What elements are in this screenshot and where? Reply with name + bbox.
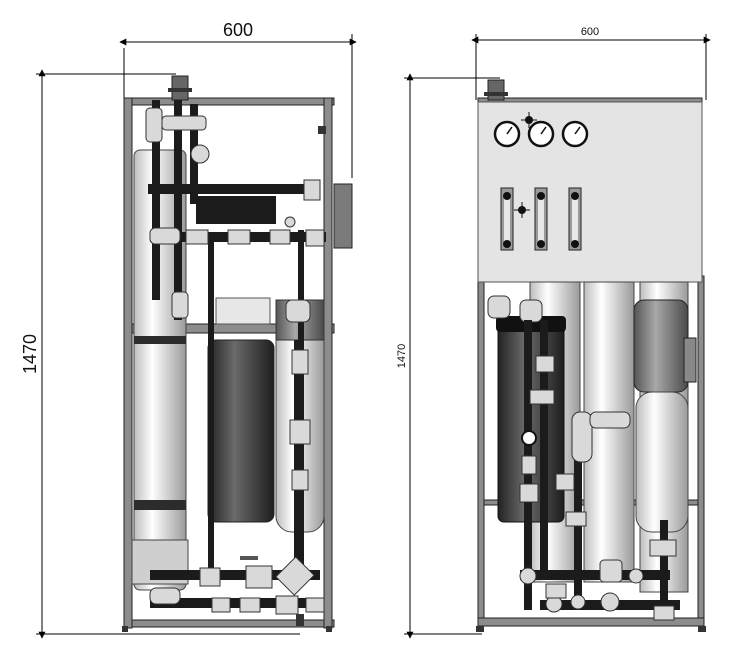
right-width-dimension: 600 [471,26,711,100]
right-view: 600 1470 [396,26,711,639]
flow-meter-icon [500,187,582,251]
left-control-box [333,183,353,249]
right-top-inlet [484,79,508,101]
pressure-gauge-icon [493,112,589,148]
left-height-label: 1470 [20,334,40,374]
left-height-dimension: 1470 [20,69,300,639]
left-width-label: 600 [223,20,253,40]
right-pump-motor [633,299,697,533]
right-fittings [519,355,677,621]
left-dark-tank [207,297,275,523]
left-frame [122,97,335,632]
left-top-inlet [168,75,192,101]
right-width-label: 600 [581,26,599,38]
right-height-dimension: 1470 [396,73,500,639]
left-width-dimension: 600 [119,20,357,178]
left-membrane-vessel [131,149,189,591]
left-view: 600 1470 [20,20,357,639]
left-fittings [145,107,326,626]
right-height-label: 1470 [396,344,408,368]
